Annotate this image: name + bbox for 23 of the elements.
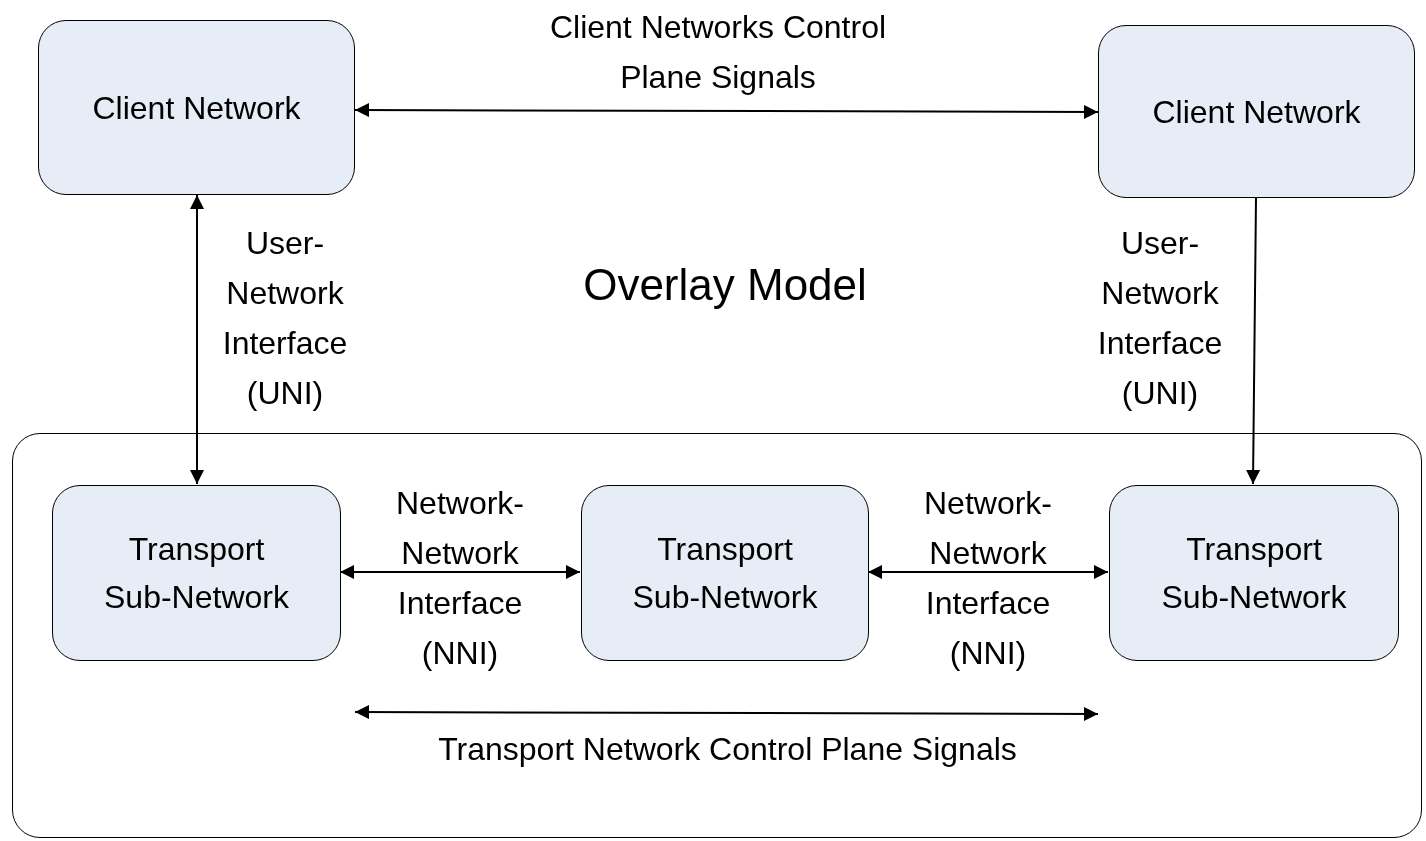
edge-label: Network- Network Interface (NNI) <box>923 484 1053 673</box>
double-arrow <box>339 565 581 579</box>
network-box <box>1109 485 1399 661</box>
node-label: Client Network <box>91 88 302 128</box>
node-label: Client Network <box>1151 92 1362 132</box>
container-box <box>12 433 1422 838</box>
double-arrow <box>354 103 1099 119</box>
node-label: Transport Sub-Network <box>1160 530 1348 617</box>
network-box <box>52 485 341 661</box>
edge-label: User- Network Interface (UNI) <box>221 224 349 413</box>
edge-label: Network- Network Interface (NNI) <box>395 484 525 673</box>
double-arrow <box>190 194 204 485</box>
container-label: Transport Network Control Plane Signals <box>437 730 1018 769</box>
network-box <box>1098 25 1415 198</box>
arrow <box>1246 197 1261 485</box>
node-label: Transport Sub-Network <box>103 530 290 617</box>
network-box <box>38 20 355 195</box>
double-arrow <box>867 565 1109 579</box>
edge-label: Client Networks Control Plane Signals <box>548 8 888 97</box>
node-label: Transport Sub-Network <box>631 530 819 617</box>
diagram-title: Overlay Model <box>582 259 868 311</box>
network-box <box>581 485 869 661</box>
edge-label: User- Network Interface (UNI) <box>1096 224 1224 413</box>
